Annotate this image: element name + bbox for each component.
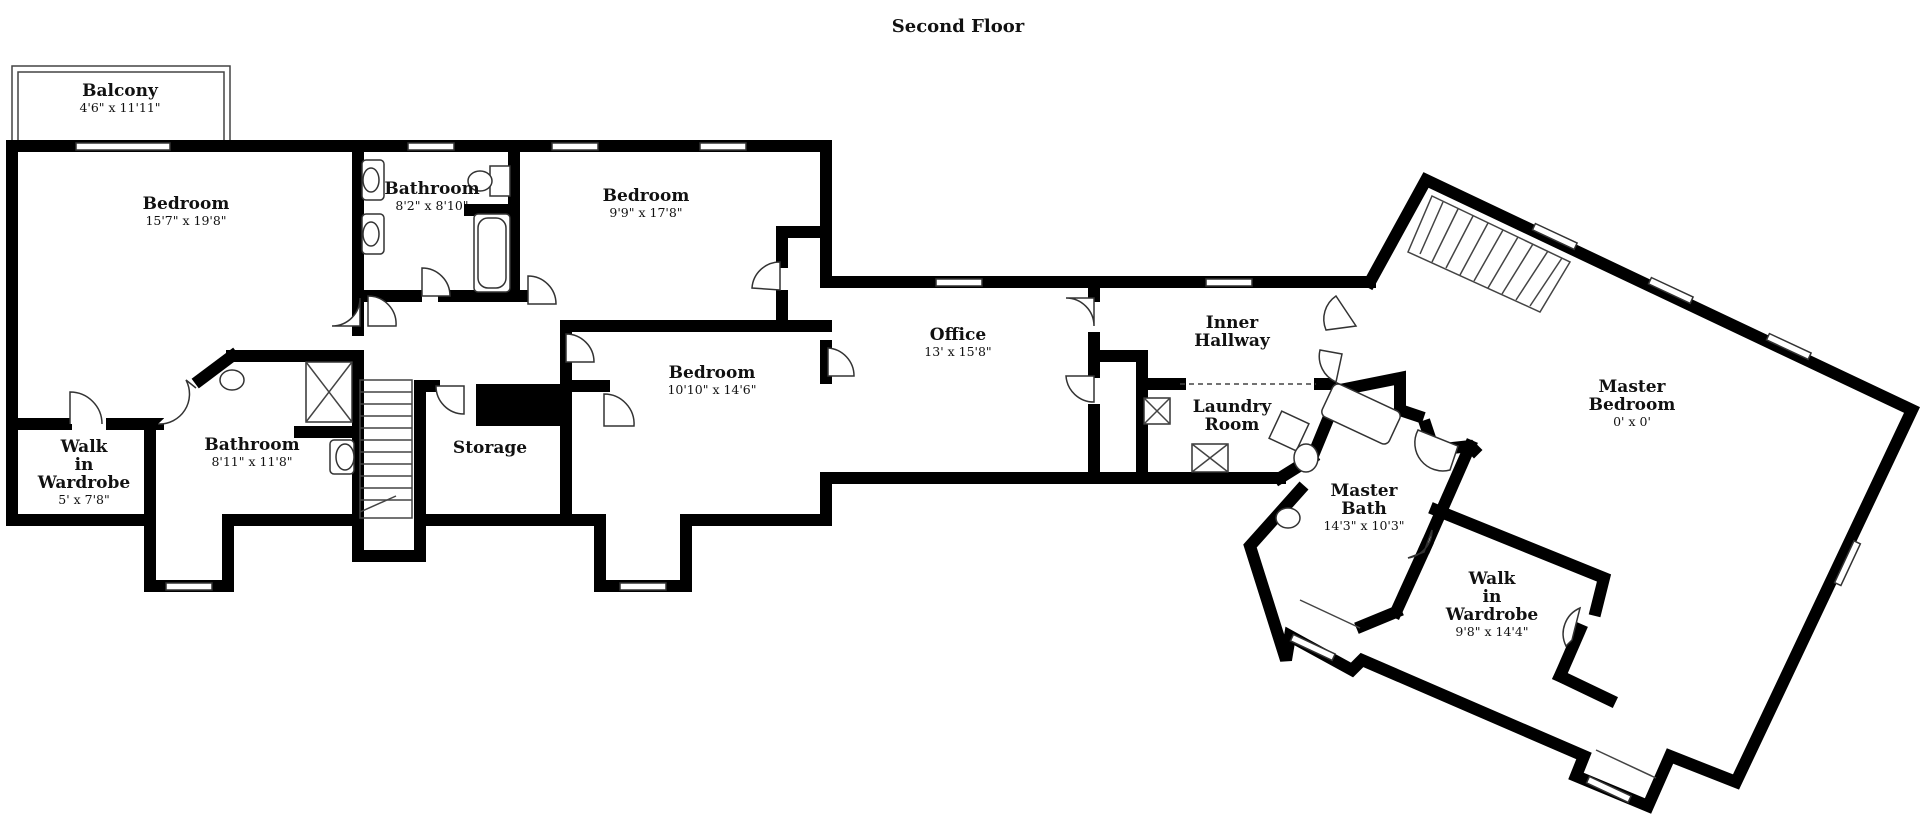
master-bath-name-line-2: Bath — [1341, 499, 1387, 519]
bathroom-1-dim: 8'2" x 8'10" — [395, 198, 468, 213]
storage-block — [476, 384, 560, 426]
master-bedroom-dim: 0' x 0' — [1613, 414, 1651, 429]
bedroom-3-name: Bedroom — [669, 363, 756, 383]
laundry-room-name-line-2: Room — [1205, 415, 1260, 435]
storage-name: Storage — [453, 438, 527, 458]
interior-walls-left — [6, 140, 1336, 562]
floor-title: Second Floor — [892, 16, 1025, 37]
balcony-dim: 4'6" x 11'11" — [79, 100, 160, 115]
bedroom-2-name: Bedroom — [603, 186, 690, 206]
inner-hallway-name-line-2: Hallway — [1194, 331, 1271, 351]
balcony-outline — [11, 65, 231, 142]
walk-in-wardrobe-1-name-line-1: Walk — [60, 437, 109, 457]
windows — [75, 142, 1862, 804]
master-bedroom-name-line-1: Master — [1598, 377, 1666, 397]
inner-hallway-name-line-1: Inner — [1206, 313, 1259, 333]
walk-in-wardrobe-2-name-line-1: Walk — [1468, 569, 1517, 589]
balcony-name: Balcony — [82, 81, 159, 101]
walk-in-wardrobe-2-name-line-3: Wardrobe — [1445, 605, 1539, 625]
room-labels: Balcony 4'6" x 11'11" Bedroom 15'7" x 19… — [37, 81, 1676, 639]
walk-in-wardrobe-1-dim: 5' x 7'8" — [58, 492, 109, 507]
bathroom-2-name: Bathroom — [204, 435, 299, 455]
master-stairs — [1407, 194, 1572, 313]
main-stairs — [359, 379, 560, 519]
bedroom-2-dim: 9'9" x 17'8" — [609, 205, 682, 220]
master-bath-name-line-1: Master — [1330, 481, 1398, 501]
office-name: Office — [930, 325, 987, 345]
bedroom-1-dim: 15'7" x 19'8" — [145, 213, 226, 228]
walk-in-wardrobe-2-dim: 9'8" x 14'4" — [1455, 624, 1528, 639]
laundry-room-name-line-1: Laundry — [1193, 397, 1273, 417]
walk-in-wardrobe-2-name-line-2: in — [1483, 587, 1502, 607]
master-bath-dim: 14'3" x 10'3" — [1323, 518, 1404, 533]
walk-in-wardrobe-1-name-line-2: in — [75, 455, 94, 475]
master-bedroom-name-line-2: Bedroom — [1589, 395, 1676, 415]
doors — [69, 261, 1582, 648]
bedroom-3-dim: 10'10" x 14'6" — [667, 382, 756, 397]
bedroom-1-name: Bedroom — [143, 194, 230, 214]
bathroom-2-dim: 8'11" x 11'8" — [211, 454, 292, 469]
fixtures — [219, 159, 1401, 529]
office-dim: 13' x 15'8" — [924, 344, 991, 359]
bathroom-1-name: Bathroom — [384, 179, 479, 199]
walk-in-wardrobe-1-name-line-3: Wardrobe — [37, 473, 131, 493]
